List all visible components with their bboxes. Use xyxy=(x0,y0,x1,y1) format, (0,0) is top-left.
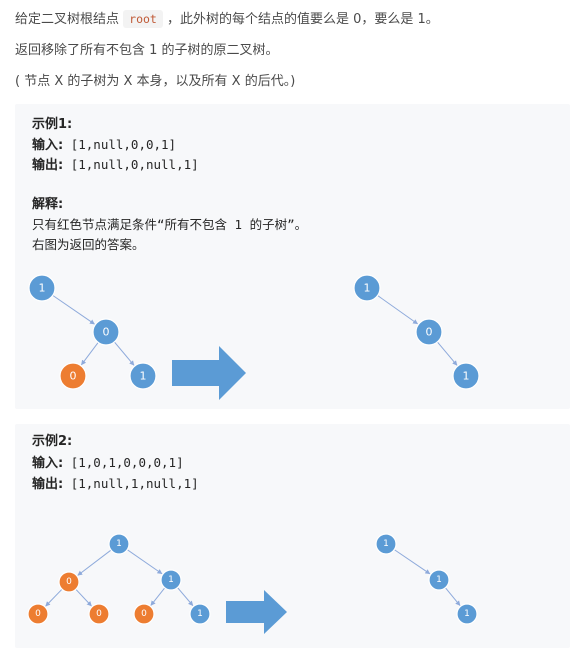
example-2-input-tree: 1 0 1 0 0 0 1 xyxy=(27,533,211,625)
tree-node-label: 1 xyxy=(464,609,470,619)
example-2-output-tree: 1 1 1 xyxy=(375,533,478,625)
example-2-title: 示例2: xyxy=(32,434,73,449)
example-2-input: 输入: [1,0,1,0,0,0,1] xyxy=(32,453,184,474)
tree-edge xyxy=(113,341,135,366)
tree-node xyxy=(28,274,56,302)
example-1-output-label: 输出: xyxy=(32,158,64,173)
tree-node xyxy=(415,318,443,346)
tree-node xyxy=(133,603,155,625)
example-1-explain-line-2: 右图为返回的答案。 xyxy=(32,237,145,252)
tree-edge xyxy=(436,341,458,366)
tree-node xyxy=(27,603,49,625)
tree-node-label: 0 xyxy=(426,326,433,339)
tree-edge xyxy=(377,295,418,325)
intro-line-1-after: ，此外树的每个结点的值要么是 0，要么是 1。 xyxy=(167,12,439,27)
example-1-explain-line-1: 只有红色节点满足条件“所有不包含 1 的子树”。 xyxy=(32,217,308,232)
tree-edge xyxy=(126,549,163,575)
example-1-output: 输出: [1,null,0,null,1] xyxy=(32,155,199,176)
tree-node xyxy=(189,603,211,625)
tree-node-label: 1 xyxy=(383,539,389,549)
tree-edge xyxy=(77,549,112,576)
example-1-arrow-icon xyxy=(172,346,246,400)
example-1-input-label: 输入: xyxy=(32,138,64,153)
intro-line-1: 给定二叉树根结点 root ，此外树的每个结点的值要么是 0，要么是 1。 xyxy=(15,10,439,29)
tree-edge xyxy=(393,549,431,575)
intro-line-3: ( 节点 X 的子树为 X 本身，以及所有 X 的后代。) xyxy=(15,74,296,89)
tree-node-label: 1 xyxy=(116,539,122,549)
tree-node-label: 0 xyxy=(96,609,102,619)
tree-edge xyxy=(81,342,99,366)
example-2-input-value: [1,0,1,0,0,0,1] xyxy=(63,455,184,470)
tree-node-label: 1 xyxy=(197,609,203,619)
tree-node-label: 1 xyxy=(168,575,174,585)
example-1-input-tree: 1 0 0 1 xyxy=(28,274,157,390)
example-2-arrow-icon xyxy=(226,590,287,634)
example-1-input: 输入: [1,null,0,0,1] xyxy=(32,135,176,156)
tree-edge xyxy=(45,588,63,607)
tree-edge xyxy=(75,588,92,607)
example-2-input-label: 输入: xyxy=(32,456,64,471)
example-2-output-label: 输出: xyxy=(32,477,64,492)
tree-node-label: 0 xyxy=(35,609,41,619)
tree-node xyxy=(160,569,182,591)
tree-node xyxy=(456,603,478,625)
example-1-block: 示例1: 输入: [1,null,0,0,1] 输出: [1,null,0,nu… xyxy=(15,104,570,409)
example-2-output: 输出: [1,null,1,null,1] xyxy=(32,474,199,495)
intro-line-1-before: 给定二叉树根结点 xyxy=(15,12,120,27)
tree-node xyxy=(92,318,120,346)
tree-node-label: 1 xyxy=(39,282,46,295)
root-code: root xyxy=(123,10,163,28)
tree-node xyxy=(59,362,87,390)
tree-node-label: 0 xyxy=(66,577,72,587)
tree-edge xyxy=(150,587,166,606)
example-1-input-value: [1,null,0,0,1] xyxy=(63,137,177,152)
tree-node xyxy=(58,571,80,593)
tree-edge xyxy=(177,587,194,607)
example-2-output-value: [1,null,1,null,1] xyxy=(63,476,199,491)
tree-node-label: 1 xyxy=(364,282,371,295)
tree-node-label: 1 xyxy=(436,575,442,585)
tree-node xyxy=(129,362,157,390)
tree-node-label: 0 xyxy=(103,326,110,339)
tree-edge xyxy=(444,587,461,606)
example-1-output-tree: 1 0 1 xyxy=(353,274,480,390)
tree-node xyxy=(428,569,450,591)
example-1-title: 示例1: xyxy=(32,117,73,132)
tree-node-label: 1 xyxy=(140,370,147,383)
intro-line-2: 返回移除了所有不包含 1 的子树的原二叉树。 xyxy=(15,43,279,58)
tree-node-label: 0 xyxy=(70,370,77,383)
example-1-explain-label: 解释: xyxy=(32,197,64,212)
tree-node xyxy=(452,362,480,390)
tree-node xyxy=(88,603,110,625)
tree-node-label: 0 xyxy=(141,609,147,619)
tree-node xyxy=(108,533,130,555)
example-1-output-value: [1,null,0,null,1] xyxy=(63,157,199,172)
tree-node xyxy=(353,274,381,302)
tree-edge xyxy=(52,294,95,325)
tree-node xyxy=(375,533,397,555)
tree-node-label: 1 xyxy=(463,370,470,383)
